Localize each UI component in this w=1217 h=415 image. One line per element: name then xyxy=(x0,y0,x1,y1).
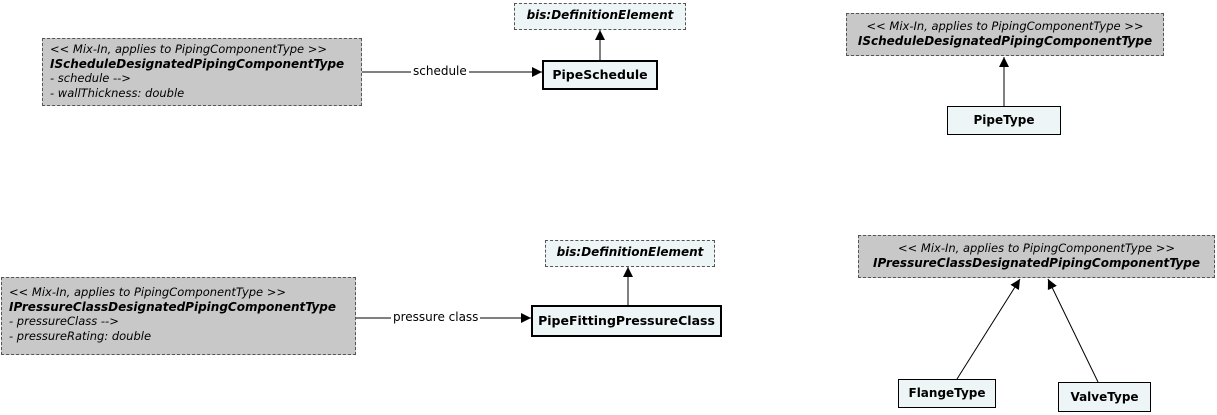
mixin-name: IPressureClassDesignatedPipingComponentT… xyxy=(872,255,1201,270)
pressure-mixin-box[interactable]: << Mix-In, applies to PipingComponentTyp… xyxy=(1,277,356,355)
schedule-right-mixin-box[interactable]: << Mix-In, applies to PipingComponentTyp… xyxy=(846,13,1164,56)
schedule-mixin-box[interactable]: << Mix-In, applies to PipingComponentTyp… xyxy=(42,38,362,106)
pipe-type-box[interactable]: PipeType xyxy=(947,106,1061,135)
pressure-right-mixin-box[interactable]: << Mix-In, applies to PipingComponentTyp… xyxy=(858,235,1215,278)
definition-element-top-box[interactable]: bis:DefinitionElement xyxy=(514,3,686,30)
attribute: - wallThickness: double xyxy=(50,85,185,100)
attribute: - pressureRating: double xyxy=(9,328,152,343)
stereotype-label: << Mix-In, applies to PipingComponentTyp… xyxy=(897,241,1176,255)
pressure-class-edge-label: pressure class xyxy=(391,310,481,324)
mixin-name: IScheduleDesignatedPipingComponentType xyxy=(50,56,345,71)
stereotype-label: << Mix-In, applies to PipingComponentTyp… xyxy=(50,42,328,56)
flange-type-box[interactable]: FlangeType xyxy=(898,379,996,408)
flange-type-inheritance-line xyxy=(956,278,1021,380)
valve-type-inheritance-line xyxy=(1047,278,1099,383)
schedule-edge-label: schedule xyxy=(411,64,469,78)
attribute: - schedule --> xyxy=(50,71,131,85)
stereotype-label: << Mix-In, applies to PipingComponentTyp… xyxy=(866,19,1144,33)
valve-type-box[interactable]: ValveType xyxy=(1058,382,1151,412)
mixin-name: IPressureClassDesignatedPipingComponentT… xyxy=(9,299,337,314)
pipe-fitting-pressure-class-box[interactable]: PipeFittingPressureClass xyxy=(531,305,722,337)
attribute: - pressureClass --> xyxy=(9,314,119,328)
mixin-name: IScheduleDesignatedPipingComponentType xyxy=(857,33,1153,48)
stereotype-label: << Mix-In, applies to PipingComponentTyp… xyxy=(9,285,287,299)
definition-element-bottom-box[interactable]: bis:DefinitionElement xyxy=(545,240,715,267)
pipe-schedule-box[interactable]: PipeSchedule xyxy=(542,60,658,90)
